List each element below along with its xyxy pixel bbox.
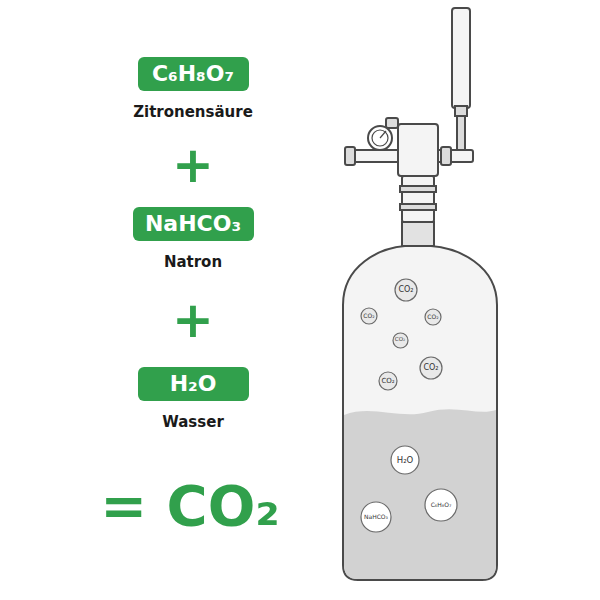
bubble-circle bbox=[361, 502, 391, 532]
molecule-formula: CO₂ bbox=[363, 313, 374, 319]
molecule-bubble: CO₂ bbox=[394, 278, 418, 302]
bubble-circle bbox=[361, 308, 377, 324]
molecule-formula: NaHCO₃ bbox=[364, 514, 388, 520]
gauge-dial bbox=[372, 130, 388, 146]
tube-collar bbox=[455, 106, 467, 116]
formula-pill: H₂O bbox=[138, 367, 249, 401]
bubble-circle bbox=[391, 446, 419, 474]
formula-text: NaHCO₃ bbox=[145, 213, 241, 235]
bubble-circle bbox=[395, 279, 417, 301]
molecule-bubble: CO₂ bbox=[360, 307, 378, 325]
bubble-circle bbox=[379, 372, 397, 390]
valve-body bbox=[402, 176, 434, 222]
valve-band bbox=[400, 186, 436, 192]
molecule-bubble: CO₂ bbox=[424, 308, 442, 326]
cylinder-body bbox=[343, 246, 497, 580]
substance-name: Wasser bbox=[138, 413, 249, 431]
molecule-formula: CO₂ bbox=[398, 286, 413, 294]
regulator-body bbox=[398, 124, 438, 176]
diffuser-tube bbox=[452, 8, 470, 108]
ingredient-node: NaHCO₃ Natron bbox=[133, 207, 254, 271]
molecule-formula: C₆H₈O₇ bbox=[431, 502, 452, 508]
molecule-bubble: NaHCO₃ bbox=[360, 501, 392, 533]
substance-name: Zitronensäure bbox=[131, 103, 255, 121]
molecule-bubble: C₆H₈O₇ bbox=[424, 488, 458, 522]
molecule-formula: CO₂ bbox=[395, 337, 405, 343]
bubble-circle bbox=[425, 309, 441, 325]
formula-text: H₂O bbox=[170, 373, 217, 395]
molecule-formula: CO₂ bbox=[423, 364, 438, 372]
bubble-circle bbox=[420, 357, 442, 379]
pipe-nut-right bbox=[441, 147, 451, 165]
regulator-knob bbox=[386, 118, 398, 128]
pressure-gauge bbox=[368, 126, 392, 150]
molecule-formula: CO₂ bbox=[381, 378, 394, 385]
ingredient-node: H₂O Wasser bbox=[138, 367, 249, 431]
molecule-formula: CO₂ bbox=[427, 314, 438, 320]
molecule-bubble: CO₂ bbox=[392, 332, 409, 349]
bubble-circle bbox=[425, 489, 457, 521]
ingredient-node: C₆H₈O₇ Zitronensäure bbox=[131, 57, 255, 121]
molecule-formula: H₂O bbox=[397, 456, 414, 465]
cylinder-neck bbox=[402, 222, 434, 246]
formula-pill: NaHCO₃ bbox=[133, 207, 254, 241]
liquid bbox=[344, 409, 496, 579]
bubble-circle bbox=[393, 333, 408, 348]
plus-sign: + bbox=[172, 140, 214, 190]
substance-name: Natron bbox=[133, 253, 254, 271]
pipe-nut-left bbox=[345, 147, 355, 165]
molecule-bubble: CO₂ bbox=[419, 356, 443, 380]
tube-connector bbox=[457, 116, 465, 152]
valve-band bbox=[400, 204, 436, 210]
molecule-bubble: CO₂ bbox=[378, 371, 398, 391]
formula-pill: C₆H₈O₇ bbox=[138, 57, 249, 91]
result-formula: = CO₂ bbox=[100, 478, 280, 534]
formula-text: C₆H₈O₇ bbox=[152, 63, 234, 85]
molecule-bubble: H₂O bbox=[390, 445, 420, 475]
plus-sign: + bbox=[172, 295, 214, 345]
